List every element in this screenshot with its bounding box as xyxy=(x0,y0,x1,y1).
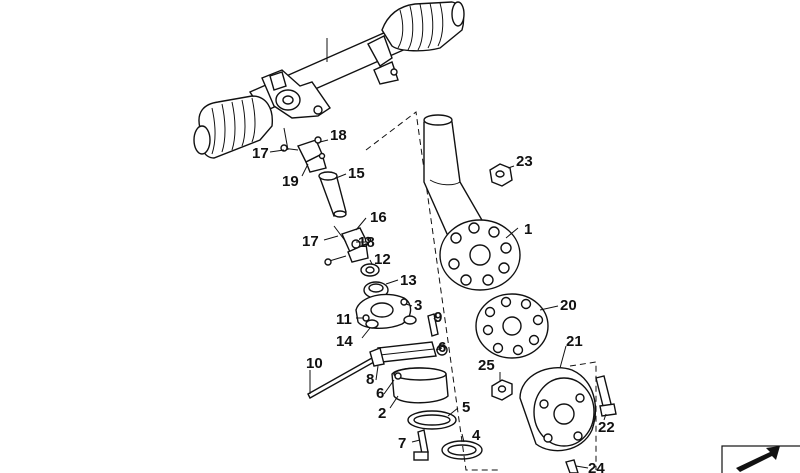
ring-5 xyxy=(407,410,457,430)
callout-17a: 17 xyxy=(252,145,269,162)
bolt-22 xyxy=(595,375,617,417)
leader-lines xyxy=(269,139,607,469)
callout-5: 5 xyxy=(462,399,470,416)
steering-column-shaft xyxy=(423,114,491,244)
callout-10: 10 xyxy=(306,355,323,372)
callout-8: 8 xyxy=(366,371,374,388)
long-bolt xyxy=(307,347,385,399)
callout-23: 23 xyxy=(516,153,533,170)
callout-19: 19 xyxy=(282,173,299,190)
callouts: 1 2 3 4 5 6 6 7 8 9 10 11 12 13 14 15 16… xyxy=(252,127,615,473)
rack-boot-left xyxy=(193,95,273,159)
callout-9: 9 xyxy=(434,309,442,326)
flex-disc-20 xyxy=(475,293,549,359)
navigate-arrow-icon[interactable] xyxy=(721,445,800,473)
callout-6b: 6 xyxy=(376,385,384,402)
coupling-flange-21 xyxy=(519,367,596,452)
callout-11: 11 xyxy=(336,311,352,328)
callout-14: 14 xyxy=(336,333,353,350)
bearing-flange xyxy=(355,293,439,337)
lower-universal-joint xyxy=(324,225,372,266)
rack-boot-right xyxy=(381,1,465,52)
callout-18b: 18 xyxy=(358,234,375,251)
bolt-24 xyxy=(565,459,579,473)
bolt-7 xyxy=(413,429,429,461)
callout-12: 12 xyxy=(374,251,391,268)
callout-24: 24 xyxy=(588,460,605,473)
callout-18a: 18 xyxy=(330,127,347,144)
intermediate-shaft xyxy=(318,171,347,218)
callout-7: 7 xyxy=(398,435,406,452)
assembly-boundary xyxy=(365,111,500,471)
ring-4 xyxy=(441,440,483,460)
bushing-12 xyxy=(360,263,380,277)
callout-21: 21 xyxy=(566,333,583,350)
steering-rack xyxy=(193,1,465,159)
callout-3: 3 xyxy=(414,297,422,314)
callout-20: 20 xyxy=(560,297,577,314)
callout-22: 22 xyxy=(598,419,615,436)
callout-25: 25 xyxy=(478,357,495,374)
callout-15: 15 xyxy=(348,165,365,182)
callout-1: 1 xyxy=(524,221,532,238)
pinion-housing xyxy=(261,69,331,119)
callout-2: 2 xyxy=(378,405,386,422)
callout-13: 13 xyxy=(400,272,417,289)
upper-universal-joint xyxy=(280,127,327,173)
callout-16: 16 xyxy=(370,209,387,226)
nut-23 xyxy=(489,163,513,187)
callout-4: 4 xyxy=(472,427,481,444)
flex-disc-1 xyxy=(439,219,521,291)
nut-25 xyxy=(491,379,513,401)
callout-17b: 17 xyxy=(302,233,319,250)
callout-6a: 6 xyxy=(438,339,446,356)
